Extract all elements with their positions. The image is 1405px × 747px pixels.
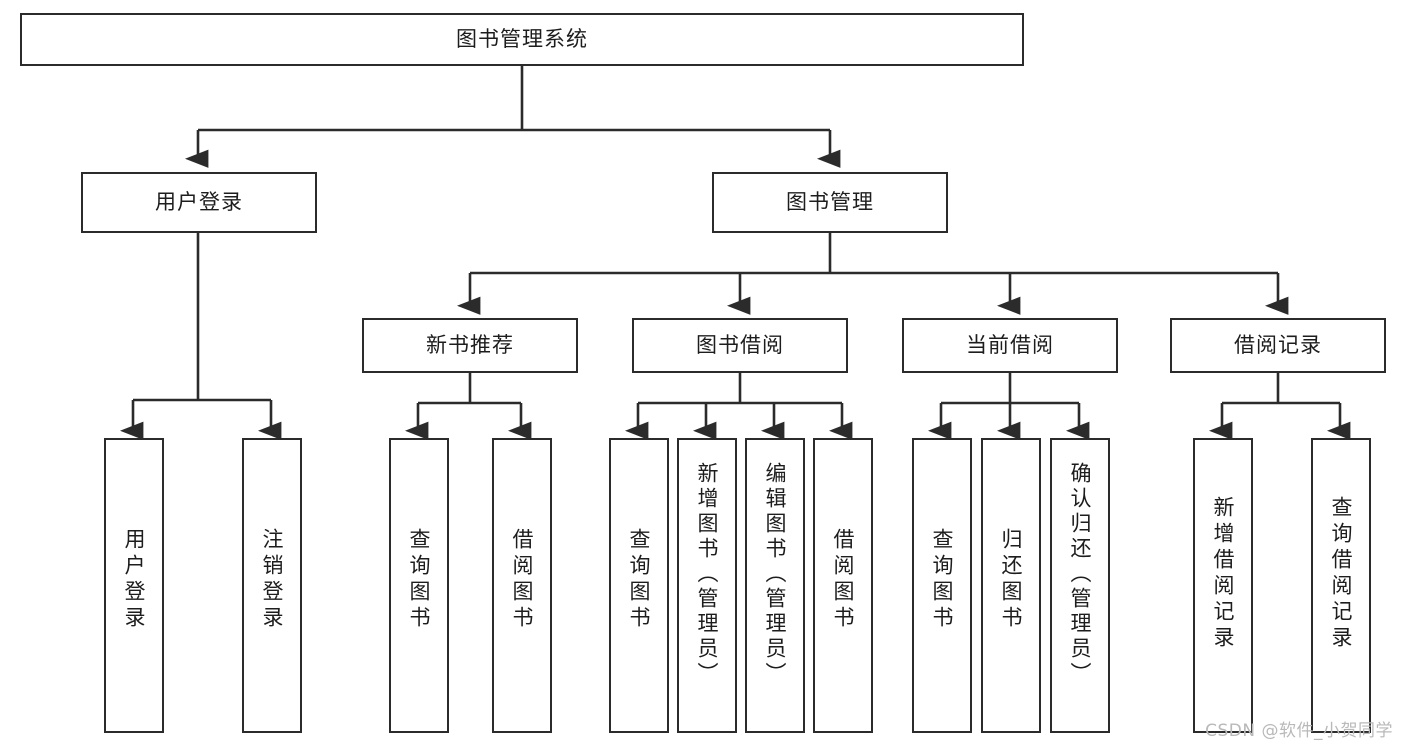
node-label: 查询图书 [407, 528, 432, 632]
node-label: 借阅图书 [510, 528, 535, 632]
node-book-borrow[interactable]: 图书借阅 [632, 318, 848, 373]
node-label: 归还图书 [999, 528, 1024, 632]
node-label: 查询图书 [930, 528, 955, 632]
node-leaf-add-borrow-record[interactable]: 新增借阅记录 [1193, 438, 1253, 733]
node-label: 图书借阅 [696, 332, 784, 357]
node-leaf-edit-book-admin[interactable]: 编辑图书（管理员） [745, 438, 805, 733]
node-label: 图书管理 [786, 189, 874, 214]
node-leaf-confirm-return-admin[interactable]: 确认归还（管理员） [1050, 438, 1110, 733]
node-label: 查询借阅记录 [1329, 496, 1354, 652]
node-user-login[interactable]: 用户登录 [81, 172, 317, 233]
node-label: 编辑图书（管理员） [763, 462, 788, 687]
node-label: 注销登录 [260, 528, 285, 632]
node-leaf-borrow-book[interactable]: 借阅图书 [813, 438, 873, 733]
node-leaf-logout[interactable]: 注销登录 [242, 438, 302, 733]
node-borrow-record[interactable]: 借阅记录 [1170, 318, 1386, 373]
node-current-borrow[interactable]: 当前借阅 [902, 318, 1118, 373]
node-label: 图书管理系统 [456, 26, 588, 51]
node-label: 确认归还（管理员） [1068, 462, 1093, 687]
node-label: 新书推荐 [426, 332, 514, 357]
node-leaf-query-book-borrow[interactable]: 查询图书 [609, 438, 669, 733]
node-new-book-recommend[interactable]: 新书推荐 [362, 318, 578, 373]
node-label: 当前借阅 [966, 332, 1054, 357]
node-label: 新增图书（管理员） [695, 462, 720, 687]
node-root-book-management-system[interactable]: 图书管理系统 [20, 13, 1024, 66]
node-label: 借阅图书 [831, 528, 856, 632]
node-label: 新增借阅记录 [1211, 496, 1236, 652]
node-leaf-query-book-recommend[interactable]: 查询图书 [389, 438, 449, 733]
node-leaf-user-login[interactable]: 用户登录 [104, 438, 164, 733]
csdn-watermark: CSDN @软件_小贺同学 [1205, 721, 1393, 741]
node-label: 用户登录 [155, 189, 243, 214]
node-leaf-borrow-book-recommend[interactable]: 借阅图书 [492, 438, 552, 733]
node-book-management[interactable]: 图书管理 [712, 172, 948, 233]
node-label: 借阅记录 [1234, 332, 1322, 357]
node-leaf-add-book-admin[interactable]: 新增图书（管理员） [677, 438, 737, 733]
node-leaf-return-book[interactable]: 归还图书 [981, 438, 1041, 733]
node-leaf-query-borrow-record[interactable]: 查询借阅记录 [1311, 438, 1371, 733]
node-label: 用户登录 [122, 528, 147, 632]
node-label: 查询图书 [627, 528, 652, 632]
node-leaf-query-book-current[interactable]: 查询图书 [912, 438, 972, 733]
